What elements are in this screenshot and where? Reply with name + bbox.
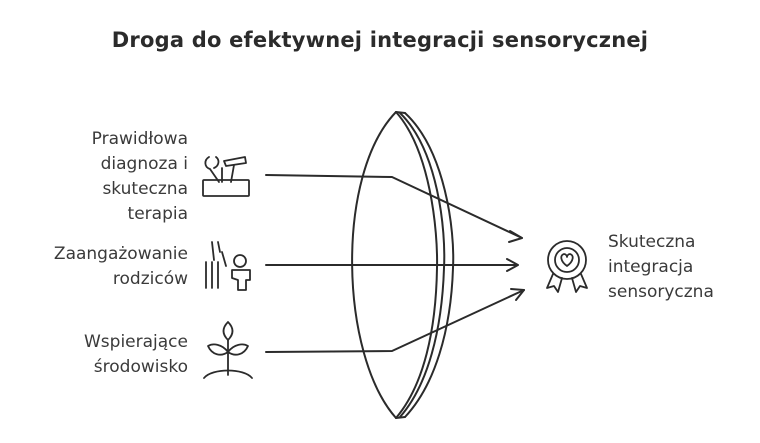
sprout-top-leaf bbox=[222, 321, 234, 341]
badge-outer bbox=[547, 240, 587, 280]
label-line: terapia bbox=[127, 204, 188, 224]
parent-body bbox=[205, 261, 219, 289]
flow-line-environment bbox=[265, 289, 525, 353]
lens-edge-mid bbox=[399, 112, 446, 418]
lens-top-cap bbox=[395, 111, 406, 114]
diagram-title: Droga do efektywnej integracji sensorycz… bbox=[111, 28, 649, 52]
label-line: Prawidłowa bbox=[91, 129, 188, 149]
toolbox-shape bbox=[202, 179, 250, 197]
input-label-parents: Zaangażowanie rodziców bbox=[54, 242, 188, 292]
lens-edge-back bbox=[404, 112, 455, 418]
badge-inner bbox=[554, 247, 580, 273]
input-label-environment: Wspierające środowisko bbox=[84, 330, 188, 380]
sprout-icon bbox=[203, 321, 253, 379]
label-line: sensoryczna bbox=[608, 282, 714, 302]
tools-icon bbox=[202, 156, 250, 197]
label-line: Zaangażowanie bbox=[53, 244, 188, 264]
wrench-shape bbox=[204, 156, 220, 183]
label-line: skuteczna bbox=[102, 179, 188, 199]
lens-shape bbox=[351, 111, 455, 419]
label-line: Wspierające bbox=[84, 332, 188, 352]
label-line: integracja bbox=[608, 257, 694, 277]
label-line: Skuteczna bbox=[608, 232, 696, 252]
sprout-right-leaf bbox=[227, 343, 249, 356]
parent-child-icon bbox=[205, 241, 251, 291]
lens-bottom-cap bbox=[395, 416, 406, 419]
ribbon-left bbox=[546, 273, 563, 293]
label-line: rodziców bbox=[112, 269, 188, 289]
sprout-left-leaf bbox=[207, 343, 229, 356]
parent-hand bbox=[221, 251, 227, 267]
hammer-handle bbox=[230, 164, 235, 183]
lens-edge-inner bbox=[395, 111, 439, 419]
input-label-diagnosis: Prawidłowa diagnoza i skuteczna terapia bbox=[92, 127, 188, 227]
flow-lines bbox=[265, 174, 525, 353]
soil-mound bbox=[203, 369, 253, 379]
ribbon-right bbox=[571, 273, 588, 293]
arrowhead-middle bbox=[506, 258, 519, 272]
parent-arm bbox=[211, 241, 221, 261]
arrowhead-top bbox=[508, 230, 523, 243]
heart-badge-icon bbox=[546, 240, 588, 293]
heart-shape bbox=[560, 253, 574, 267]
hammer-head bbox=[223, 156, 247, 167]
wrench-jaw bbox=[213, 156, 220, 169]
label-line: środowisko bbox=[93, 357, 188, 377]
child-body bbox=[231, 269, 251, 291]
flow-line-diagnosis bbox=[265, 174, 523, 239]
child-head bbox=[233, 254, 247, 268]
output-label: Skuteczna integracja sensoryczna bbox=[608, 230, 714, 305]
arrowhead-bottom bbox=[510, 288, 525, 301]
label-line: diagnoza i bbox=[100, 154, 188, 174]
